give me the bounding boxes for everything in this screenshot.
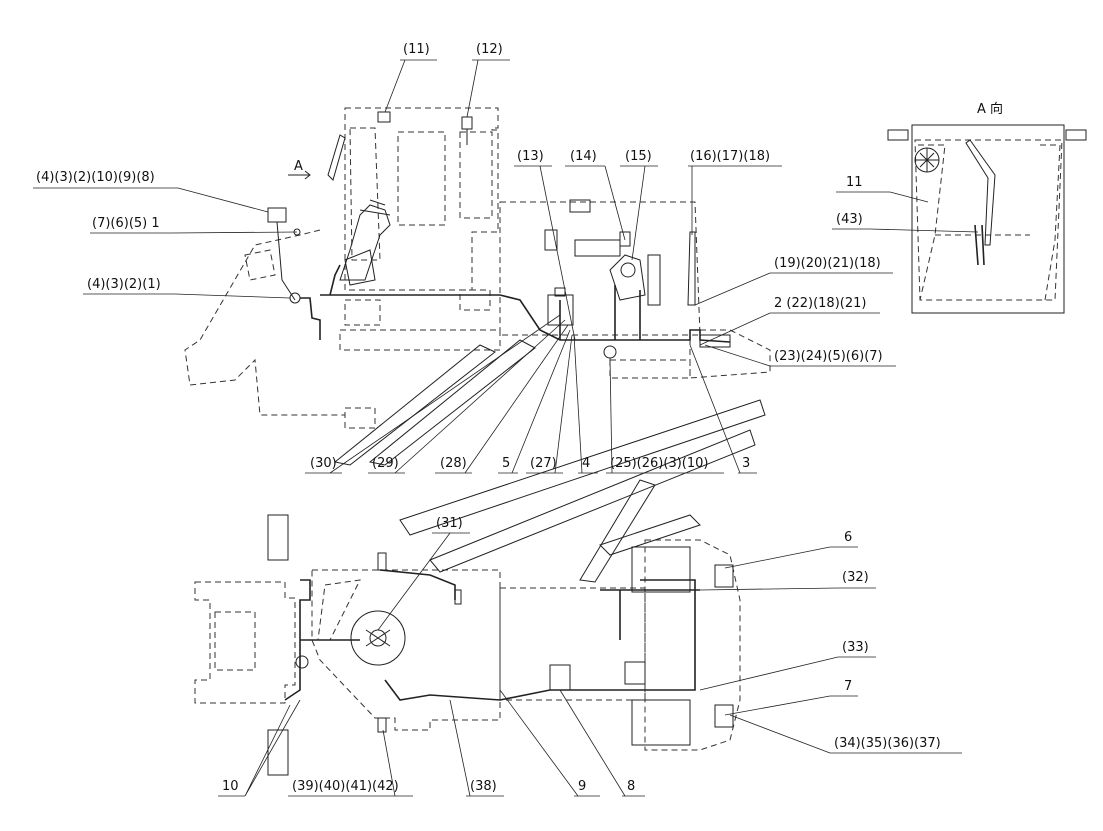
label-4: 4 (582, 456, 590, 471)
label-27: (27) (530, 456, 557, 471)
label-3: 3 (742, 456, 750, 471)
label-32: (32) (842, 570, 869, 585)
label-14: (14) (570, 149, 597, 164)
label-10: 10 (222, 779, 239, 794)
a-view-label-43: (43) (836, 212, 863, 227)
label-13: (13) (517, 149, 544, 164)
a-view (887, 124, 1087, 314)
label-5: 5 (502, 456, 510, 471)
label-2-22-18-21: 2 (22)(18)(21) (774, 296, 866, 311)
label-23-7: (23)(24)(5)(6)(7) (774, 349, 883, 364)
a-arrow-label: A (294, 159, 303, 174)
label-12: (12) (476, 42, 503, 57)
label-9: 9 (578, 779, 586, 794)
labels: (11) (12) (13) (14) (15) (16)(17)(18) A … (33, 42, 1003, 797)
label-31: (31) (436, 516, 463, 531)
label-4-3-2-1: (4)(3)(2)(1) (87, 277, 161, 292)
label-6: 6 (844, 530, 852, 545)
label-39-42: (39)(40)(41)(42) (292, 779, 399, 794)
label-4-3-2-10-9-8: (4)(3)(2)(10)(9)(8) (36, 170, 155, 185)
label-30: (30) (310, 456, 337, 471)
label-15: (15) (625, 149, 652, 164)
label-25-26-3-10: (25)(26)(3)(10) (610, 456, 708, 471)
side-view (184, 107, 771, 429)
label-34-37: (34)(35)(36)(37) (834, 736, 941, 751)
label-7-6-5-1: (7)(6)(5) 1 (92, 216, 160, 231)
plan-view (194, 514, 741, 776)
label-28: (28) (440, 456, 467, 471)
label-33: (33) (842, 640, 869, 655)
label-16-18: (16)(17)(18) (690, 149, 770, 164)
a-view-title: A 向 (977, 101, 1003, 117)
label-38: (38) (470, 779, 497, 794)
label-29: (29) (372, 456, 399, 471)
label-19-18: (19)(20)(21)(18) (774, 256, 881, 271)
label-11: (11) (403, 42, 430, 57)
a-view-label-11: 11 (846, 175, 863, 190)
label-8: 8 (627, 779, 635, 794)
label-7-plan: 7 (844, 679, 852, 694)
